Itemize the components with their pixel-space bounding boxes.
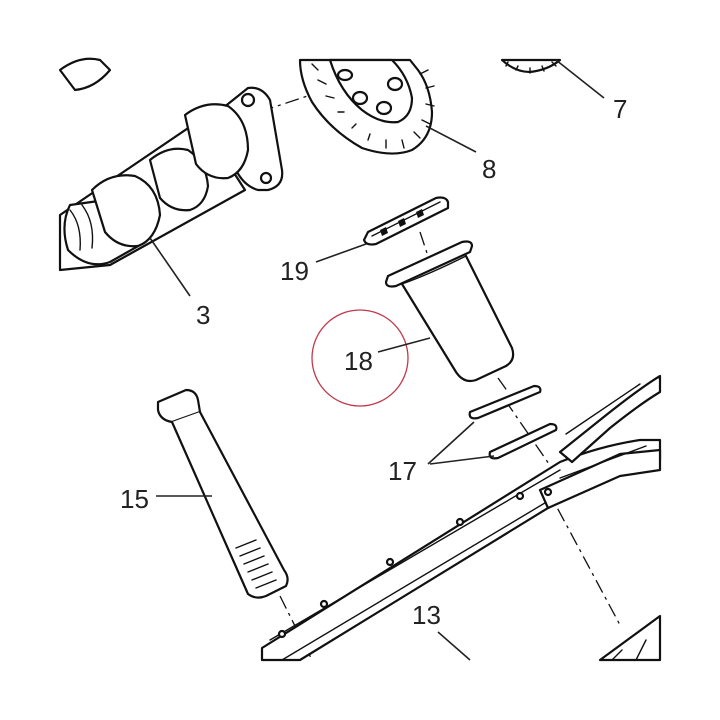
- shim-lower: [488, 422, 558, 460]
- callout-3: 3: [196, 300, 210, 330]
- callout-18: 18: [344, 346, 373, 376]
- camshaft: [58, 57, 284, 272]
- sleeve: [384, 240, 515, 383]
- callout-15: 15: [120, 484, 149, 514]
- bolt: [156, 388, 289, 599]
- callout-7: 7: [613, 94, 627, 124]
- partial-gear: [500, 58, 562, 74]
- callout-8: 8: [482, 154, 496, 184]
- cam-gear: [298, 58, 435, 155]
- callout-19: 19: [280, 256, 309, 286]
- callout-17: 17: [388, 456, 417, 486]
- highlight-circle: [311, 309, 409, 407]
- leader-lines: [149, 59, 605, 661]
- housing-cover: [260, 374, 662, 662]
- retainer-ring: [362, 196, 450, 246]
- callout-13: 13: [412, 600, 441, 630]
- shim-upper: [468, 384, 542, 420]
